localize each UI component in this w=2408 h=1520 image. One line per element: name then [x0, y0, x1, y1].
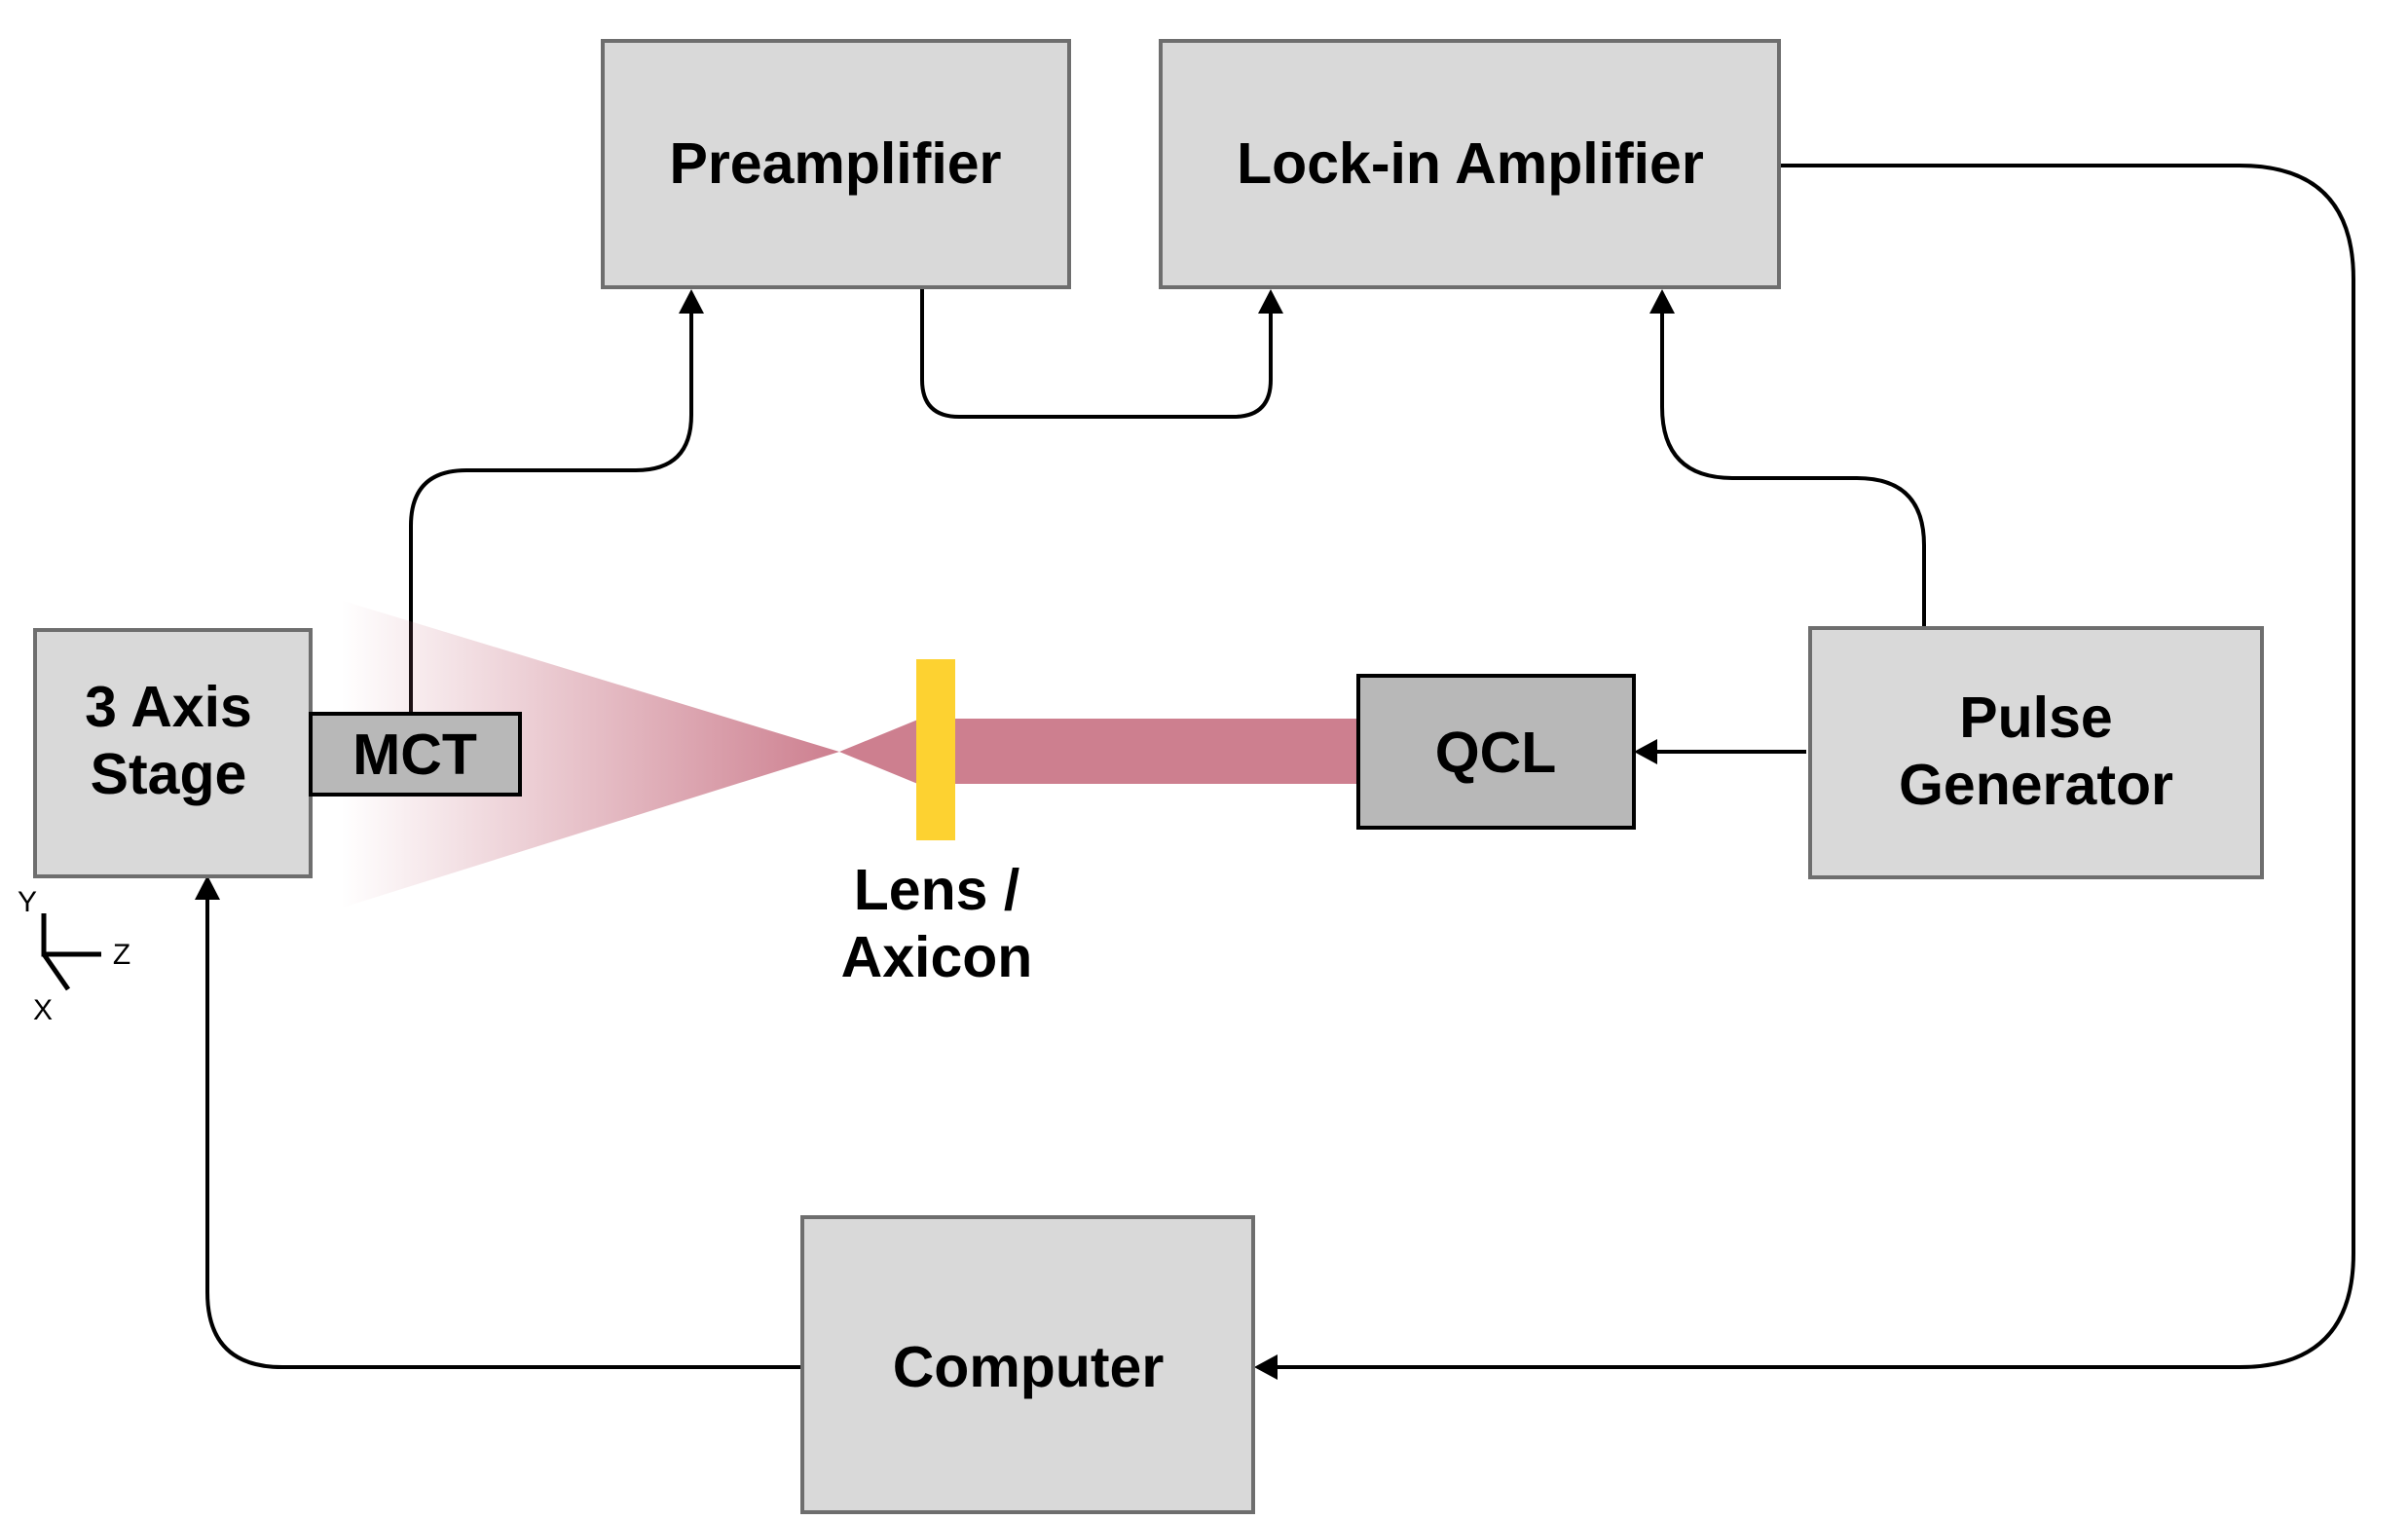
mct-detector-box: MCT	[309, 712, 522, 797]
lens-label-line1: Lens /	[854, 858, 1020, 922]
wire-preamplifier-to-lockin	[920, 289, 1273, 419]
pulse-generator-box: Pulse Generator	[1808, 626, 2264, 879]
arrowhead-lockin-right	[1649, 289, 1675, 314]
axis-x-label: X	[33, 994, 53, 1026]
lockin-amplifier-label: Lock-in Amplifier	[1237, 131, 1704, 196]
pulse-generator-label-line2: Generator	[1899, 753, 2173, 817]
axis-z-label: Z	[113, 939, 130, 971]
computer-label: Computer	[893, 1335, 1165, 1399]
axis-y-label: Y	[18, 886, 37, 918]
preamplifier-box: Preamplifier	[601, 39, 1071, 289]
computer-box: Computer	[800, 1215, 1255, 1514]
wire-computer-to-stage	[205, 896, 800, 1369]
lockin-amplifier-box: Lock-in Amplifier	[1159, 39, 1781, 289]
wire-mct-to-preamplifier	[409, 310, 693, 714]
qcl-label: QCL	[1435, 721, 1557, 785]
wire-pulse-generator-to-lockin	[1660, 310, 1926, 628]
beam	[343, 601, 1358, 908]
axis-lines	[41, 913, 101, 991]
collimated-beam	[949, 719, 1358, 784]
beam-focus	[839, 719, 920, 785]
arrowhead-stage	[195, 875, 220, 900]
arrowhead-lockin-left	[1258, 289, 1283, 314]
pulse-generator-label-line1: Pulse	[1959, 686, 2112, 750]
lens-label-line2: Axicon	[841, 925, 1033, 989]
beam-cone	[343, 601, 839, 908]
coordinate-axes: Y Z X	[18, 886, 130, 1026]
arrowhead-qcl	[1634, 739, 1657, 764]
stage-label-line1: 3 Axis	[85, 675, 252, 739]
arrowhead-computer	[1254, 1354, 1278, 1380]
qcl-box: QCL	[1356, 674, 1636, 830]
arrowhead-preamplifier	[679, 289, 704, 314]
lens-element	[916, 659, 955, 840]
mct-label: MCT	[352, 723, 477, 787]
stage-label-line2: Stage	[91, 742, 247, 806]
wire-lockin-to-computer	[1274, 164, 2355, 1369]
stage-box: 3 Axis Stage	[33, 628, 313, 878]
preamplifier-label: Preamplifier	[669, 131, 1001, 196]
arrowheads	[195, 289, 1675, 1380]
connections	[205, 164, 2355, 1369]
